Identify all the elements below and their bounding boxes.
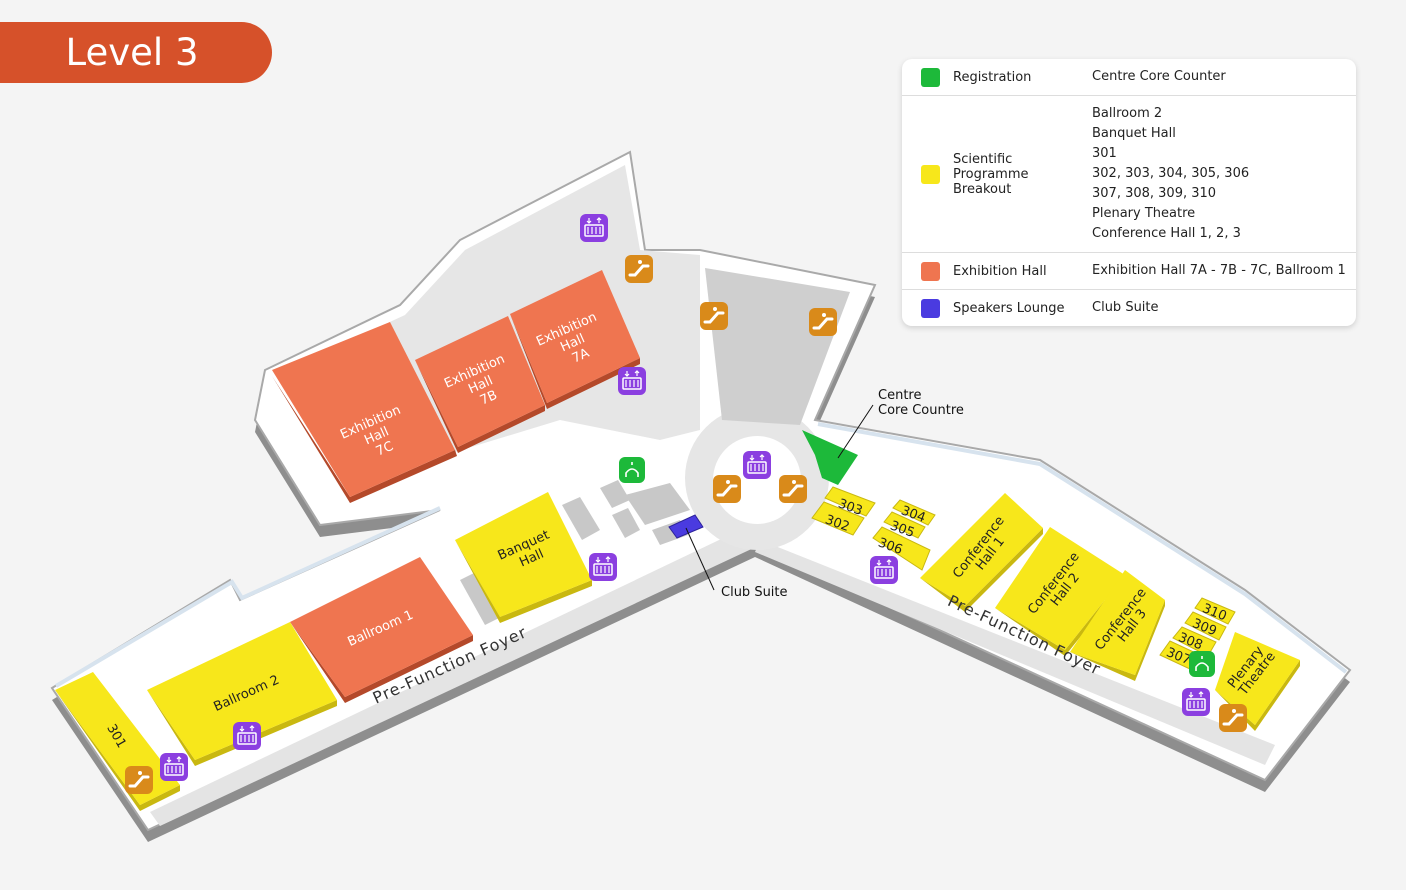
legend-item: Club Suite	[1092, 300, 1159, 315]
elevator-icon[interactable]	[232, 721, 262, 751]
room-label: 7C	[374, 439, 396, 460]
exhibition-hall-7b[interactable]: Exhibition Hall 7B	[415, 316, 545, 453]
legend-row-exhibition: Exhibition Hall Exhibition Hall 7A - 7B …	[902, 253, 1356, 290]
room-label: 7A	[570, 346, 592, 367]
elevator-icon[interactable]	[869, 555, 899, 585]
elevator-icon[interactable]	[588, 552, 618, 582]
callout-club-suite: Club Suite	[721, 585, 788, 600]
elevator-icon[interactable]	[742, 450, 772, 480]
callout-line	[685, 527, 715, 591]
room-label: 7B	[478, 388, 500, 409]
elevator-icon[interactable]	[617, 366, 647, 396]
window-strip	[817, 422, 1348, 674]
club-suite[interactable]	[668, 514, 704, 539]
legend-item: Conference Hall 1, 2, 3	[1092, 226, 1241, 241]
escalator-icon[interactable]	[1217, 702, 1249, 734]
color-swatch	[921, 298, 940, 318]
registration-icon[interactable]	[1188, 650, 1216, 678]
registration-icon[interactable]	[618, 456, 646, 484]
escalator-icon[interactable]	[123, 764, 155, 796]
color-swatch	[921, 164, 940, 184]
legend: Registration Centre Core Counter Scienti…	[902, 59, 1356, 326]
legend-row-scientific: Scientific Programme Breakout Ballroom 2…	[902, 96, 1356, 253]
left-corridor	[150, 530, 760, 826]
escalator-icon[interactable]	[623, 253, 655, 285]
legend-category: Registration	[953, 69, 1032, 85]
legend-item: Plenary Theatre	[1092, 206, 1196, 221]
escalator-icon[interactable]	[698, 300, 730, 332]
legend-category: Exhibition Hall	[953, 263, 1047, 279]
legend-item: Exhibition Hall 7A - 7B - 7C, Ballroom 1	[1092, 263, 1346, 278]
legend-row-speakers: Speakers Lounge Club Suite	[902, 290, 1356, 326]
conference-hall-3[interactable]: Conference Hall 3	[1070, 570, 1165, 681]
plenary-theatre[interactable]: Plenary Theatre	[1215, 632, 1300, 731]
callout-centre-core: Centre Core Countre	[878, 388, 964, 418]
elevator-icon[interactable]	[1181, 687, 1211, 717]
legend-item: Centre Core Counter	[1092, 69, 1226, 84]
conference-hall-2[interactable]: Conference Hall 2	[995, 527, 1125, 656]
level-title: Level 3	[0, 22, 272, 83]
escalator-icon[interactable]	[711, 473, 743, 505]
callout-line	[837, 404, 874, 459]
color-swatch	[921, 261, 940, 281]
legend-category: Scientific Programme Breakout	[953, 151, 1029, 197]
legend-item: 301	[1092, 146, 1117, 161]
legend-item: 307, 308, 309, 310	[1092, 186, 1217, 201]
escalator-icon[interactable]	[777, 473, 809, 505]
color-swatch	[921, 67, 940, 87]
exhibition-hall-7a[interactable]: Exhibition Hall 7A	[510, 270, 640, 409]
elevator-icon[interactable]	[579, 213, 609, 243]
banquet-hall[interactable]: Banquet Hall	[455, 492, 592, 623]
elevator-icon[interactable]	[159, 752, 189, 782]
window-strip	[54, 506, 441, 688]
ballroom-2[interactable]: Ballroom 2	[147, 622, 337, 766]
legend-item: Banquet Hall	[1092, 126, 1176, 141]
legend-row-registration: Registration Centre Core Counter	[902, 59, 1356, 96]
centre-core-counter[interactable]	[802, 430, 858, 485]
escalator-icon[interactable]	[807, 306, 839, 338]
legend-category: Speakers Lounge	[953, 300, 1065, 316]
legend-item: 302, 303, 304, 305, 306	[1092, 166, 1250, 181]
legend-item: Ballroom 2	[1092, 106, 1163, 121]
ballroom-1[interactable]: Ballroom 1	[290, 557, 473, 703]
right-corridor	[755, 540, 1275, 765]
auditorium-shell	[705, 268, 850, 425]
exhibition-hall-7c[interactable]: Exhibition Hall 7C	[272, 322, 457, 503]
